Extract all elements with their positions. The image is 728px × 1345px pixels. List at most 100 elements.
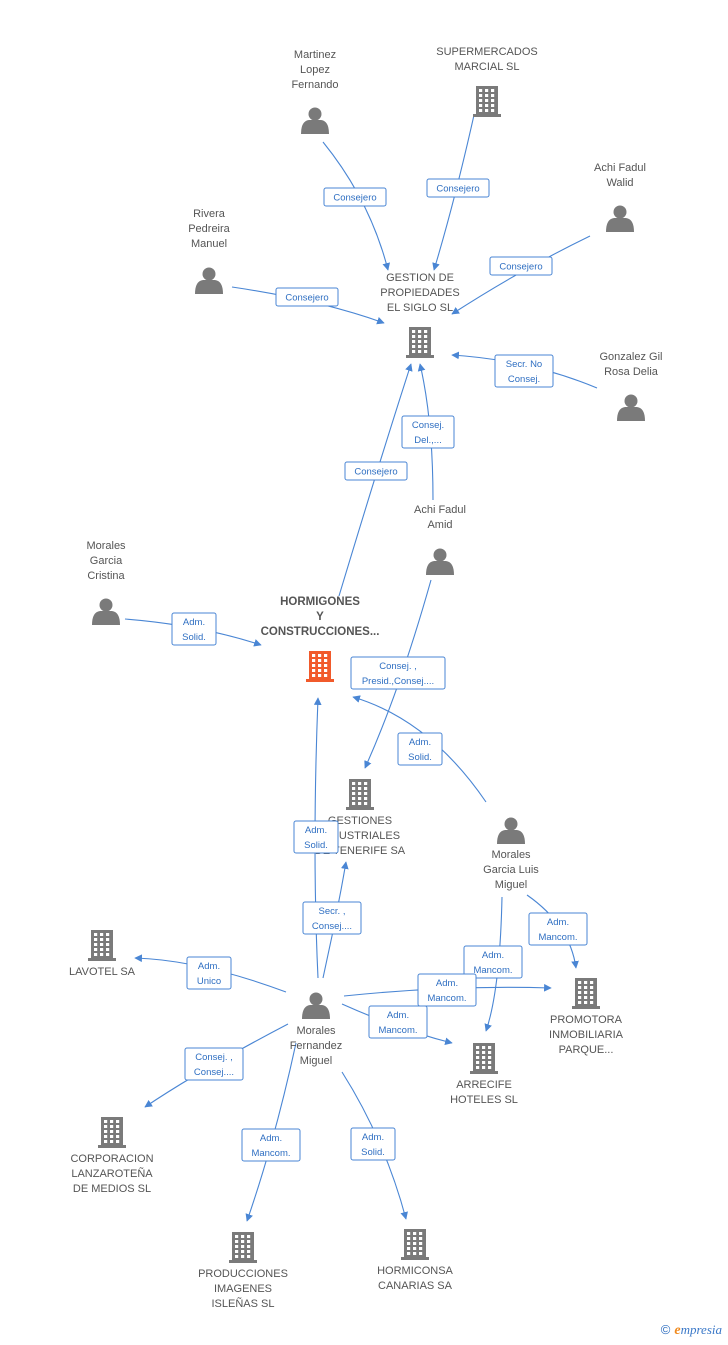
node-label-rivera-2: Manuel (191, 238, 227, 250)
node-label-hormigones-1: Y (316, 611, 324, 623)
node-label-promotora-2: PARQUE... (559, 1044, 614, 1056)
edge-label-text: Adm. (387, 1010, 409, 1021)
edge-label-e16[interactable]: Adm.Mancom. (417, 973, 477, 1007)
edge-label-e12[interactable]: Secr. , Consej.... (302, 901, 362, 935)
edge-label-e17[interactable]: Adm. Mancom. (368, 1005, 428, 1039)
node-label-cristina-2: Cristina (87, 570, 125, 582)
edge-label-text: Unico (197, 976, 221, 987)
node-label-rivera-0: Rivera (193, 208, 226, 220)
node-label-gonzalez-0: Gonzalez Gil (600, 351, 663, 363)
edge-label-text: Consej. (412, 420, 444, 431)
edge-label-e7[interactable]: Consejero (344, 461, 408, 481)
edge-label-box (350, 1127, 396, 1161)
node-hormigones[interactable]: HORMIGONESYCONSTRUCCIONES... (261, 596, 380, 682)
building-icon (470, 1043, 498, 1074)
edge-label-e2[interactable]: Consejero (426, 178, 490, 198)
node-label-miguel-0: Morales (296, 1025, 336, 1037)
edge-label-text: Consej.... (194, 1067, 234, 1078)
node-label-martinez-1: Lopez (300, 64, 330, 76)
edge-label-e14[interactable]: Adm.Mancom. (528, 912, 588, 946)
edge-label-text: Mancom. (378, 1025, 417, 1036)
node-lavotel[interactable]: LAVOTEL SA (69, 930, 136, 978)
node-label-arrecife-1: HOTELES SL (450, 1094, 518, 1106)
edge-label-text: Adm. (409, 737, 431, 748)
edge-label-text: Consejero (499, 262, 542, 273)
edge-label-box (463, 945, 523, 979)
edge-label-e6[interactable]: Consej.Del.,... (401, 415, 455, 449)
node-label-hormigones-0: HORMIGONES (280, 596, 360, 608)
edge-label-text: Consejero (436, 184, 479, 195)
edge-label-e15[interactable]: Adm.Mancom. (463, 945, 523, 979)
edge-label-box (494, 354, 554, 388)
edge-label-text: Adm. (547, 917, 569, 928)
node-arrecife[interactable]: ARRECIFE HOTELES SL (450, 1043, 518, 1106)
node-label-producciones-0: PRODUCCIONES (198, 1268, 288, 1280)
person-icon (497, 817, 525, 844)
edge-label-e1[interactable]: Consejero (323, 187, 387, 207)
person-icon (426, 548, 454, 575)
edge-label-e11[interactable]: Adm.Solid. (293, 820, 339, 854)
brand-name: mpresia (680, 1322, 722, 1337)
edge-label-e4[interactable]: Consejero (275, 287, 339, 307)
brand-initial: e (674, 1323, 681, 1338)
edge-label-box (302, 901, 362, 935)
node-label-amid-0: Achi Fadul (414, 504, 466, 516)
node-label-arrecife-0: ARRECIFE (456, 1079, 512, 1091)
edge-label-e9[interactable]: Consej. ,Presid.,Consej.... (350, 656, 446, 690)
edge-label-box (171, 612, 217, 646)
person-icon (195, 267, 223, 294)
edge-label-text: Mancom. (251, 1148, 290, 1159)
node-label-luis-0: Morales (491, 849, 531, 861)
edge-label-text: Presid.,Consej.... (362, 676, 434, 687)
building-icon (88, 930, 116, 961)
edge-label-text: Solid. (361, 1147, 385, 1158)
edge-label-text: Consej. , (195, 1052, 233, 1063)
building-icon (306, 651, 334, 682)
edge-label-e10[interactable]: Adm.Solid. (397, 732, 443, 766)
edge-label-e13[interactable]: Adm. Unico (186, 956, 232, 990)
edge-label-e19[interactable]: Adm.Mancom. (241, 1128, 301, 1162)
edge-label-e18[interactable]: Consej. , Consej.... (184, 1047, 244, 1081)
edge-label-e20[interactable]: Adm.Solid. (350, 1127, 396, 1161)
edge-label-text: Adm. (198, 961, 220, 972)
edge-label-box (344, 461, 408, 481)
edge-label-text: Consej.... (312, 921, 352, 932)
edge-label-text: Mancom. (473, 965, 512, 976)
edge-label-text: Secr. , (319, 906, 346, 917)
edge-label-text: Consejero (354, 467, 397, 478)
edge-label-box (186, 956, 232, 990)
edge-label-text: Secr. No (506, 359, 542, 370)
building-icon (346, 779, 374, 810)
building-icon (229, 1232, 257, 1263)
edge-label-text: Consejero (285, 293, 328, 304)
node-label-gonzalez-1: Rosa Delia (604, 366, 659, 378)
node-label-hormiconsa-1: CANARIAS SA (378, 1280, 453, 1292)
node-label-gestiones-0: GESTIONES (328, 815, 392, 827)
node-label-hormiconsa-0: HORMICONSA (377, 1265, 453, 1277)
edge-label-e3[interactable]: Consejero (489, 256, 553, 276)
building-icon (401, 1229, 429, 1260)
node-label-gestiones-1: INDUSTRIALES (320, 830, 400, 842)
node-label-producciones-1: IMAGENES (214, 1283, 272, 1295)
copyright-icon: © (660, 1322, 671, 1337)
person-icon (606, 205, 634, 232)
edge-label-box (401, 415, 455, 449)
node-hormiconsa[interactable]: HORMICONSA CANARIAS SA (377, 1229, 454, 1292)
edge-label-e8[interactable]: Adm.Solid. (171, 612, 217, 646)
node-promotora[interactable]: PROMOTORAINMOBILIARIAPARQUE... (549, 978, 624, 1056)
